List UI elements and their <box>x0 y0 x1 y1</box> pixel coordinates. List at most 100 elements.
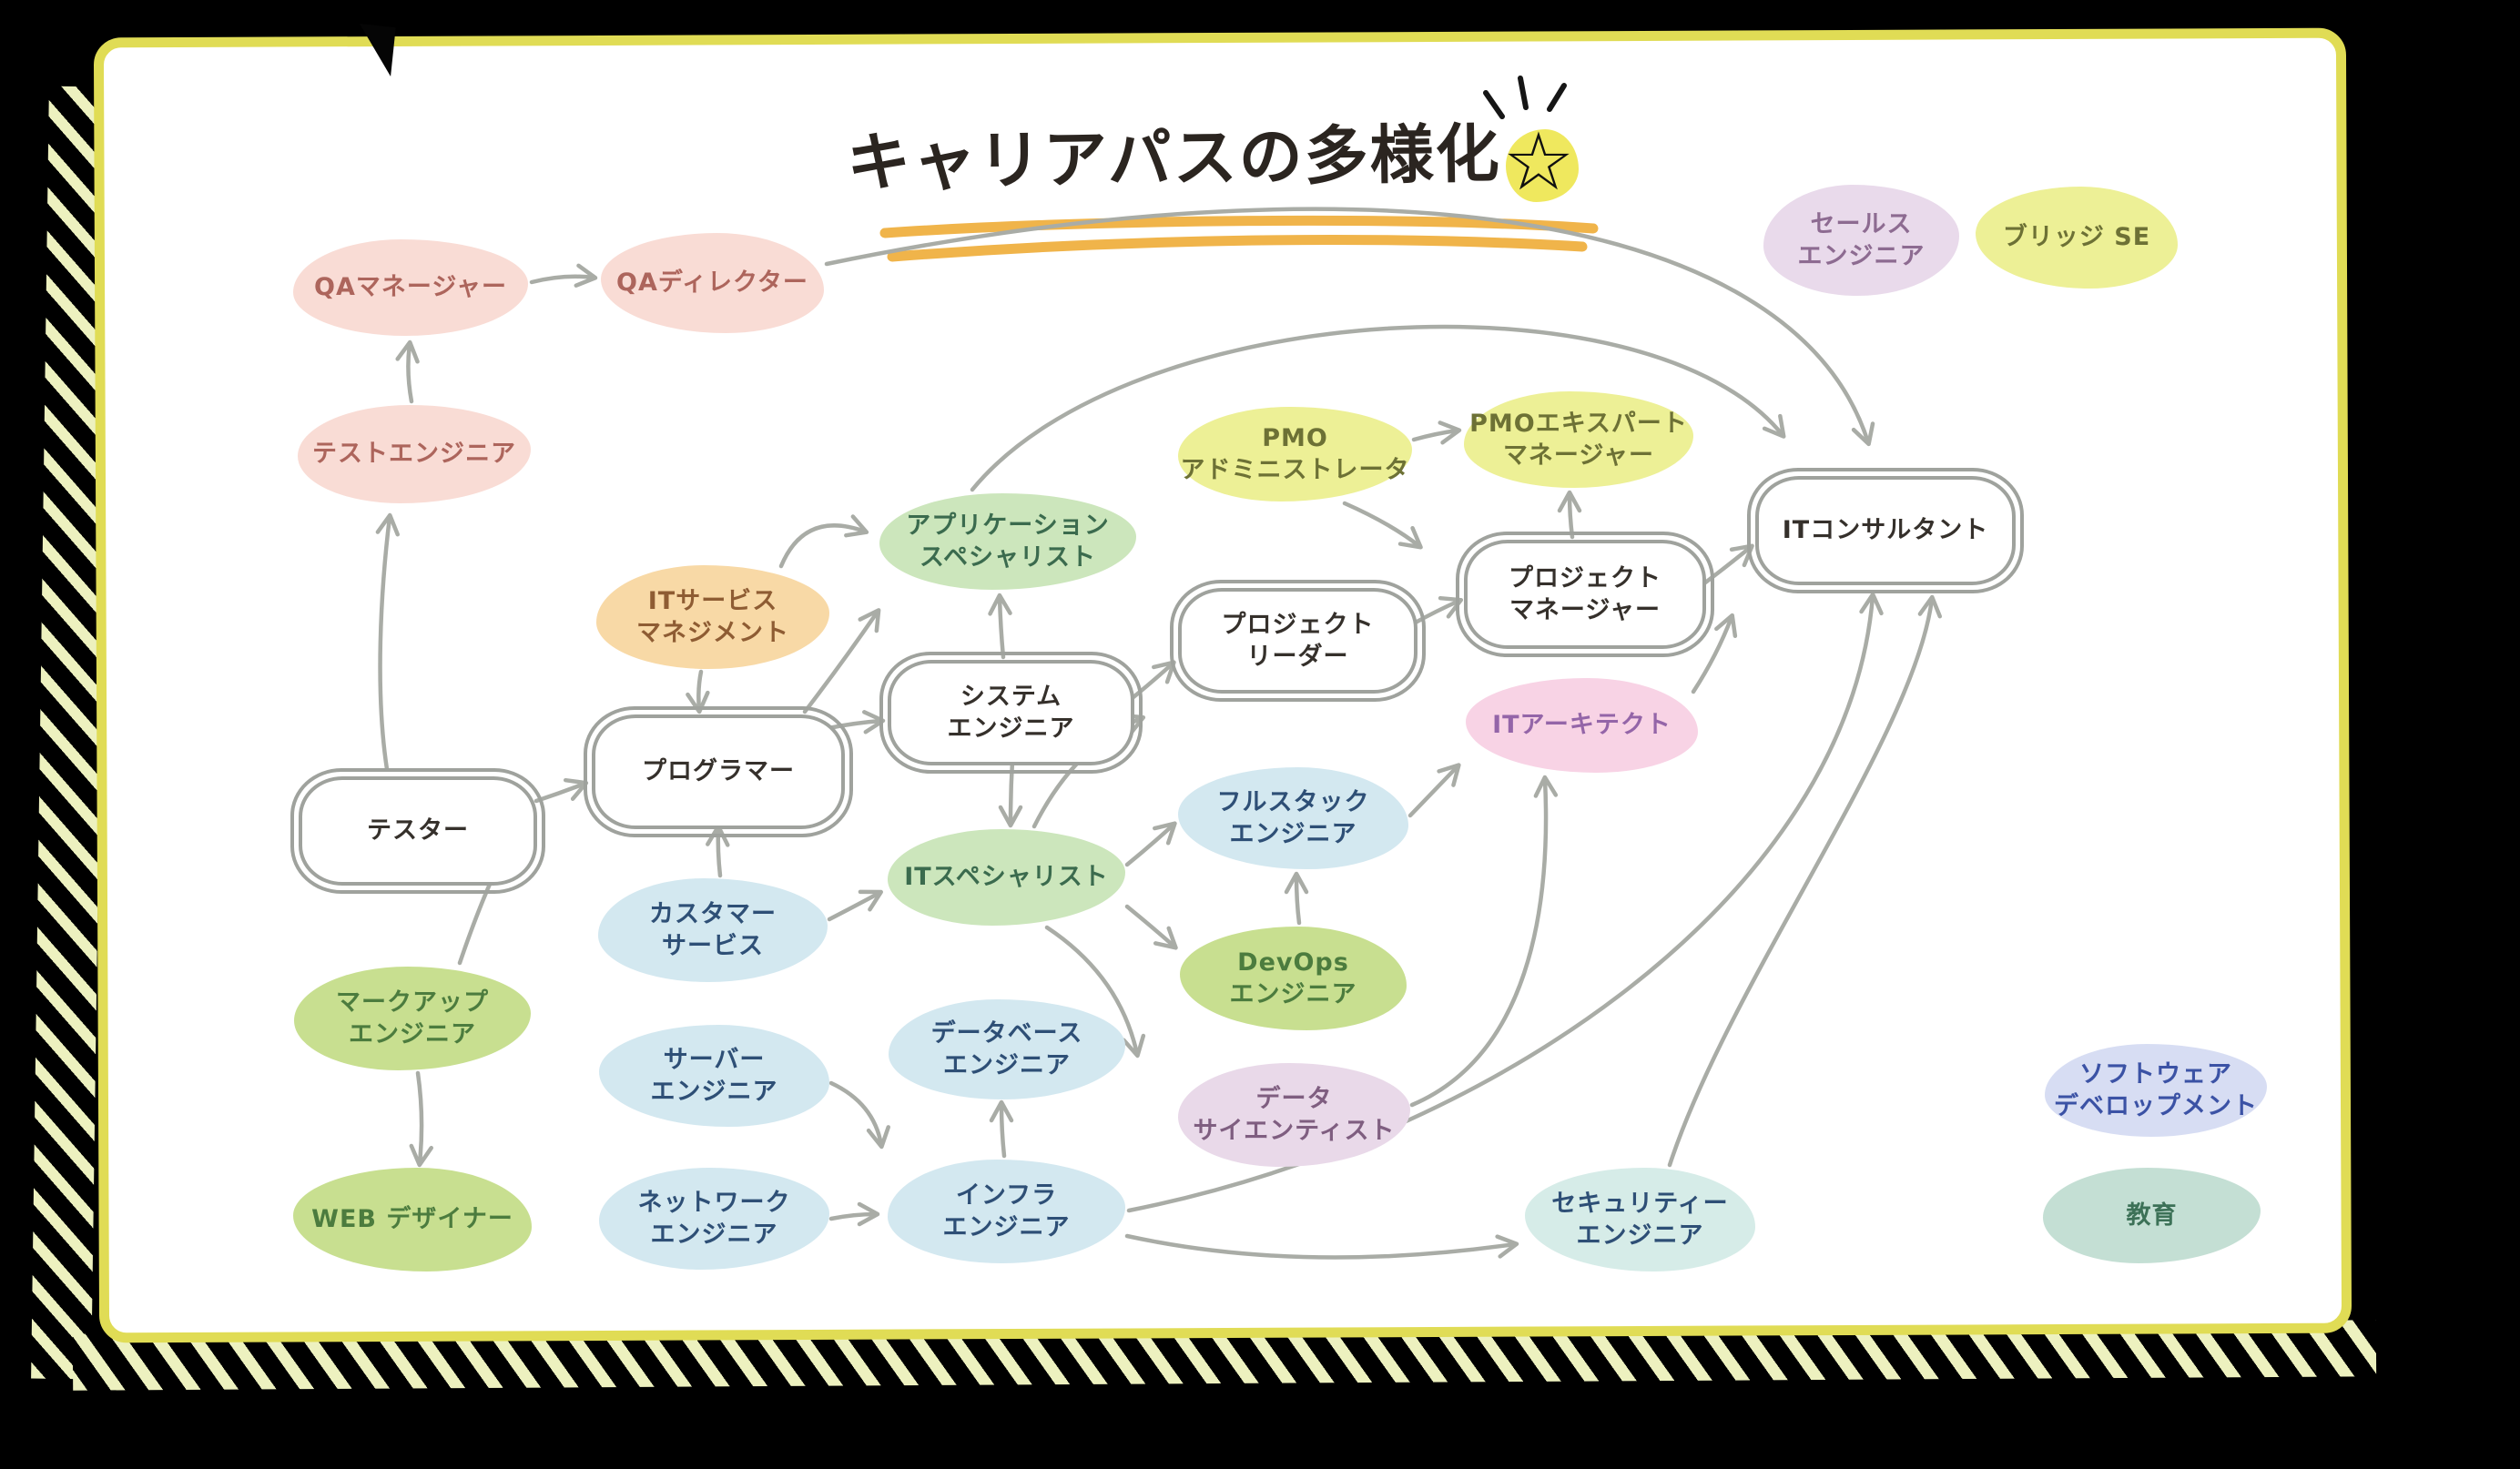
arrow-qa-director-to-it-consultant <box>824 207 1875 447</box>
node-project-manager: プロジェクト マネージャー <box>1456 532 1714 657</box>
node-markup-engineer: マークアップ エンジニア <box>294 967 531 1070</box>
node-label-sales-engineer: セールス エンジニア <box>1797 209 1926 270</box>
node-label-fullstack-engineer: フルスタック エンジニア <box>1216 787 1370 848</box>
node-label-system-engineer: システム エンジニア <box>947 682 1075 743</box>
node-data-scientist: データ サイエンティスト <box>1178 1063 1410 1167</box>
arrow-tester-to-programmer <box>533 777 589 804</box>
node-devops-engineer: DevOps エンジニア <box>1180 927 1407 1030</box>
node-fullstack-engineer: フルスタック エンジニア <box>1178 767 1408 869</box>
node-pmo-expert-manager: PMOエキスパート マネージャー <box>1464 391 1693 488</box>
node-infra-engineer: インフラ エンジニア <box>888 1160 1125 1263</box>
node-label-it-service-management: ITサービス マネジメント <box>636 586 789 647</box>
star-glyph: ☆ <box>1502 115 1575 208</box>
node-label-application-specialist: アプリケーション スペシャリスト <box>906 511 1110 572</box>
arrow-devops-engineer-to-fullstack-engineer <box>1284 871 1309 926</box>
arrow-markup-engineer-to-web-designer <box>409 1070 433 1168</box>
node-it-specialist: ITスペシャリスト <box>888 829 1125 926</box>
node-label-tester: テスター <box>367 816 469 846</box>
node-label-network-engineer: ネットワーク エンジニア <box>637 1188 791 1249</box>
node-security-engineer: セキュリティー エンジニア <box>1525 1168 1755 1271</box>
node-customer-service: カスタマー サービス <box>598 878 828 982</box>
node-label-pmo-expert-manager: PMOエキスパート マネージャー <box>1469 409 1688 470</box>
arrow-customer-service-to-it-specialist <box>827 889 884 922</box>
node-label-bridge-se: ブリッジ SE <box>2002 223 2151 252</box>
title-underline <box>879 215 1599 262</box>
node-label-server-engineer: サーバー エンジニア <box>650 1045 778 1106</box>
star-doodle-icon: ☆ <box>1495 115 1582 209</box>
node-it-architect: ITアーキテクト <box>1466 678 1698 773</box>
node-label-pmo-administrator: PMO アドミニストレータ <box>1180 423 1410 484</box>
arrow-server-engineer-to-infra-engineer <box>828 1080 890 1150</box>
node-sales-engineer: セールス エンジニア <box>1763 185 1959 296</box>
arrow-project-manager-to-it-consultant <box>1698 543 1754 589</box>
arrow-qa-manager-to-qa-director <box>529 263 598 288</box>
node-software-development: ソフトウェア デベロップメント <box>2045 1044 2267 1137</box>
node-label-infra-engineer: インフラ エンジニア <box>942 1180 1071 1241</box>
arrow-system-engineer-to-it-specialist <box>998 758 1023 828</box>
node-label-test-engineer: テストエンジニア <box>312 440 516 469</box>
star-sparkle-rays <box>1483 76 1567 119</box>
arrow-it-architect-to-it-consultant <box>1691 613 1738 694</box>
node-label-it-specialist: ITスペシャリスト <box>904 863 1109 892</box>
node-label-software-development: ソフトウェア デベロップメント <box>2054 1059 2258 1120</box>
node-label-project-manager: プロジェクト マネージャー <box>1509 563 1661 624</box>
arrow-pmo-administrator-to-project-manager <box>1342 501 1423 550</box>
node-server-engineer: サーバー エンジニア <box>599 1025 829 1127</box>
node-qa-manager: QAマネージャー <box>293 239 528 336</box>
arrow-fullstack-engineer-to-it-architect <box>1407 763 1461 818</box>
arrow-infra-engineer-to-database-engineer <box>989 1099 1014 1159</box>
page-title: キャリアパスの多様化 <box>846 116 1502 200</box>
node-label-education: 教育 <box>2126 1201 2178 1230</box>
node-bridge-se: ブリッジ SE <box>1976 187 2178 289</box>
arrow-it-service-management-to-programmer <box>686 669 710 714</box>
node-tester: テスター <box>290 768 545 894</box>
node-qa-director: QAディレクター <box>601 233 824 333</box>
arrow-test-engineer-to-qa-manager <box>395 339 420 404</box>
arrow-infra-engineer-to-security-engineer <box>1124 1233 1519 1260</box>
node-it-consultant: ITコンサルタント <box>1747 468 2024 593</box>
node-network-engineer: ネットワーク エンジニア <box>599 1168 829 1270</box>
arrow-it-service-management-to-application-specialist <box>778 514 869 569</box>
node-label-qa-manager: QAマネージャー <box>314 273 507 302</box>
node-web-designer: WEB デザイナー <box>293 1168 532 1271</box>
node-application-specialist: アプリケーション スペシャリスト <box>879 493 1136 590</box>
node-label-devops-engineer: DevOps エンジニア <box>1229 947 1357 1008</box>
node-it-service-management: ITサービス マネジメント <box>596 565 829 669</box>
node-system-engineer: システム エンジニア <box>879 652 1143 774</box>
arrow-application-specialist-to-it-consultant <box>970 324 1786 492</box>
node-pmo-administrator: PMO アドミニストレータ <box>1178 407 1412 501</box>
star-highlight <box>1506 129 1579 202</box>
node-label-database-engineer: データベース エンジニア <box>930 1018 1083 1079</box>
arrow-it-specialist-to-devops-engineer <box>1124 904 1178 950</box>
arrow-programmer-to-application-specialist <box>802 608 881 714</box>
node-label-markup-engineer: マークアップ エンジニア <box>336 988 489 1049</box>
arrow-network-engineer-to-infra-engineer <box>828 1201 880 1227</box>
arrow-programmer-to-system-engineer <box>826 710 886 734</box>
node-label-data-scientist: データ サイエンティスト <box>1193 1084 1396 1145</box>
node-project-leader: プロジェクト リーダー <box>1170 580 1426 702</box>
arrow-customer-service-to-programmer <box>706 824 730 878</box>
arrow-system-engineer-to-project-leader <box>1126 660 1176 704</box>
arrow-infra-engineer-to-it-consultant <box>1126 592 1884 1213</box>
node-label-project-leader: プロジェクト リーダー <box>1221 610 1375 671</box>
arrow-it-specialist-to-data-scientist <box>1044 925 1146 1059</box>
arrow-security-engineer-to-it-consultant <box>1667 594 1943 1168</box>
node-label-programmer: プログラマー <box>642 757 795 786</box>
node-programmer: プログラマー <box>584 706 853 837</box>
node-label-web-designer: WEB デザイナー <box>311 1205 513 1234</box>
node-label-security-engineer: セキュリティー エンジニア <box>1551 1189 1729 1250</box>
node-education: 教育 <box>2043 1168 2261 1263</box>
arrow-system-engineer-to-application-specialist <box>988 593 1012 660</box>
arrow-pmo-administrator-to-pmo-expert-manager <box>1411 420 1462 445</box>
node-test-engineer: テストエンジニア <box>298 405 531 503</box>
arrow-project-manager-to-pmo-expert-manager <box>1557 490 1582 540</box>
arrow-project-leader-to-project-manager <box>1409 595 1464 627</box>
node-label-customer-service: カスタマー サービス <box>649 899 777 960</box>
node-label-it-consultant: ITコンサルタント <box>1782 516 1989 545</box>
node-label-it-architect: ITアーキテクト <box>1492 711 1672 740</box>
node-label-qa-director: QAディレクター <box>616 268 808 298</box>
arrow-data-scientist-to-it-architect <box>1409 775 1559 1108</box>
node-database-engineer: データベース エンジニア <box>889 999 1125 1099</box>
arrow-tester-to-test-engineer <box>375 512 400 772</box>
